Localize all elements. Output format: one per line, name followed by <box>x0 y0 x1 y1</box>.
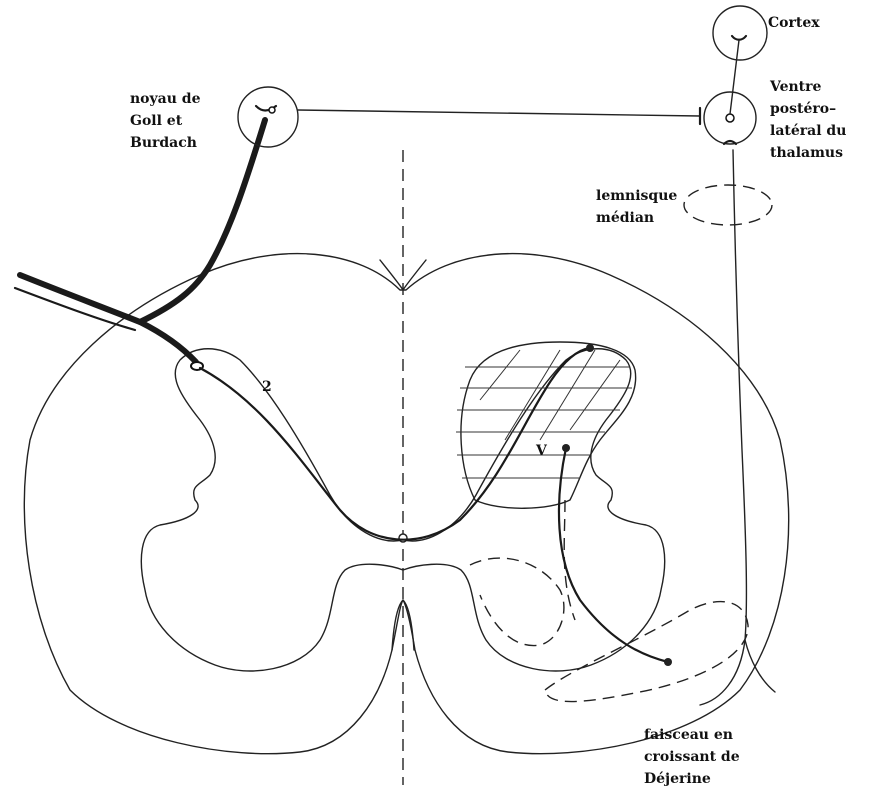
label-cortex: Cortex <box>768 12 820 34</box>
neuron-v-fiber <box>559 448 668 662</box>
label-dejerine-line-3: Déjerine <box>644 768 740 790</box>
spinal-cord-outline <box>24 254 788 754</box>
label-neuron-2: 2 <box>262 376 272 398</box>
thalamus-neuron <box>726 114 734 122</box>
ascending-tract-fiber <box>700 150 746 705</box>
label-goll-burdach-line-1: noyau de <box>130 88 200 110</box>
neuron-2-fiber <box>200 348 590 540</box>
neuron-v-terminal <box>664 658 672 666</box>
label-lemnisque-line-2: médian <box>596 207 677 229</box>
central-canal <box>399 534 407 542</box>
thalamo-cortical-fiber <box>730 40 739 114</box>
label-thalamus-line-4: thalamus <box>770 142 846 164</box>
right-fiber-exit <box>745 640 775 692</box>
label-neuron-v: V <box>536 440 547 462</box>
label-lemnisque: lemnisque médian <box>596 185 677 229</box>
label-goll-burdach: noyau de Goll et Burdach <box>130 88 200 154</box>
dejerine-dashed-tract <box>545 602 748 702</box>
lemnisque-median-ellipse <box>684 185 772 225</box>
dorsal-root-fiber <box>20 275 196 362</box>
neuron-2-soma <box>586 344 594 352</box>
cortex-synapse <box>732 36 746 40</box>
anterior-dashed-region <box>470 558 564 645</box>
label-goll-burdach-line-3: Burdach <box>130 132 200 154</box>
label-thalamus: Ventre postéro– latéral du thalamus <box>770 76 846 164</box>
dashed-fiber <box>564 500 575 620</box>
label-dejerine: faisceau en croissant de Déjerine <box>644 724 740 790</box>
label-dejerine-line-1: faisceau en <box>644 724 740 746</box>
neuron-v-soma <box>562 444 570 452</box>
label-thalamus-line-2: postéro– <box>770 98 846 120</box>
lemniscal-connection <box>298 110 700 116</box>
label-thalamus-line-1: Ventre <box>770 76 846 98</box>
label-goll-burdach-line-2: Goll et <box>130 110 200 132</box>
label-lemnisque-line-1: lemnisque <box>596 185 677 207</box>
goll-burdach-neuron <box>269 107 275 113</box>
goll-burdach-nucleus <box>238 87 298 147</box>
cortex-circle <box>713 6 767 60</box>
label-thalamus-line-3: latéral du <box>770 120 846 142</box>
label-dejerine-line-2: croissant de <box>644 746 740 768</box>
